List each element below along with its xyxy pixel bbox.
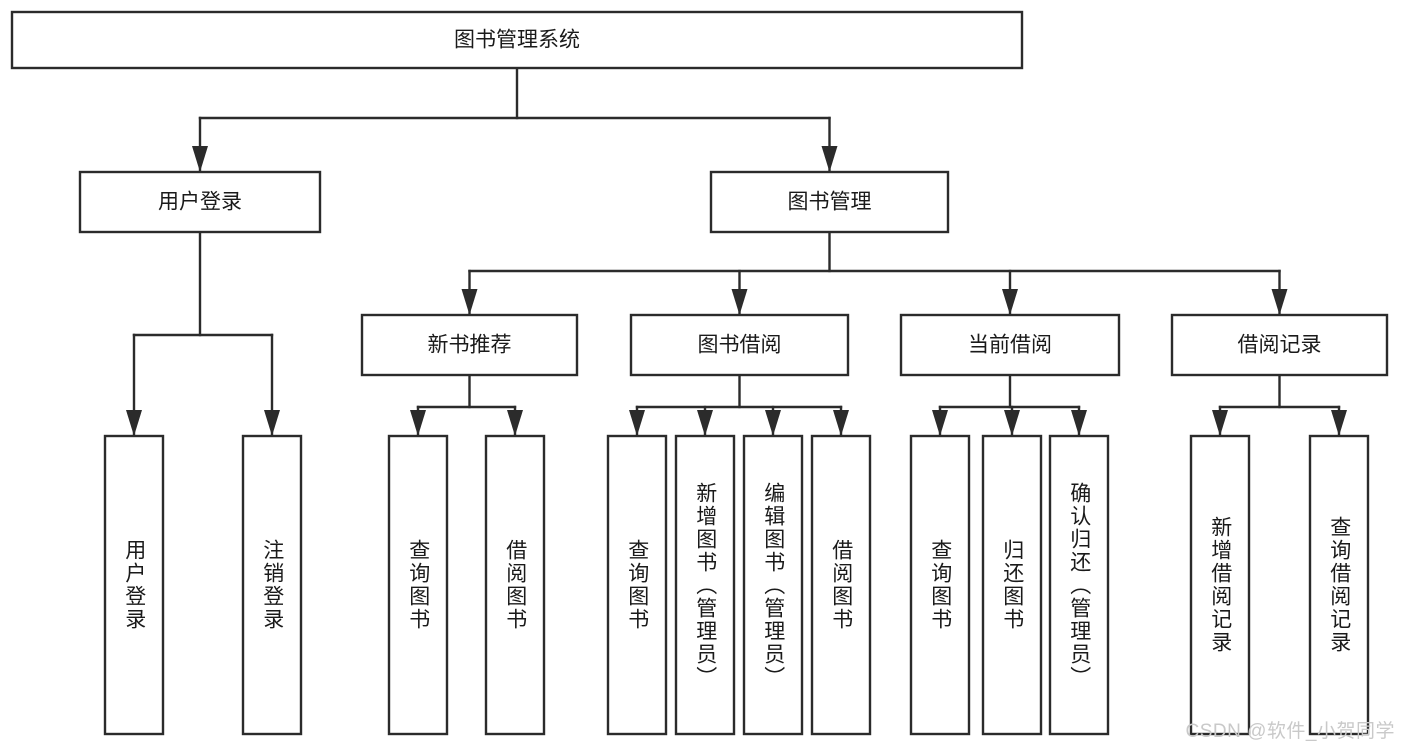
node-l2-图书管理[interactable] xyxy=(709,170,950,234)
borrow-arrow-1 xyxy=(697,410,713,436)
node-leaf-1-注销登录[interactable] xyxy=(241,434,303,736)
node-root-图书管理系统[interactable] xyxy=(10,10,1024,70)
node-l3-当前借阅[interactable] xyxy=(899,313,1121,377)
node-leaf-7-借阅图书[interactable] xyxy=(810,434,872,736)
node-l2-label-用户登录: 用户登录 xyxy=(158,191,242,214)
bookmgmt-to-l3-arrow-2 xyxy=(1002,289,1018,315)
root-to-l2-arrow-1 xyxy=(821,146,838,172)
node-leaf-12-查询借阅记录[interactable] xyxy=(1308,434,1370,736)
node-l2-用户登录[interactable] xyxy=(78,170,322,234)
bookmgmt-to-l3-arrow-0 xyxy=(461,289,478,315)
node-l3-借阅记录[interactable] xyxy=(1170,313,1389,377)
node-leaf-11-新增借阅记录[interactable] xyxy=(1189,434,1251,736)
boxes-layer xyxy=(10,10,1389,736)
records-arrow-0 xyxy=(1212,410,1228,436)
bookmgmt-to-l3-arrow-1 xyxy=(731,289,748,315)
edges-layer xyxy=(126,66,1347,438)
current-arrow-0 xyxy=(932,410,948,436)
node-leaf-5-新增图书管理员[interactable] xyxy=(674,434,736,736)
node-leaf-4-查询图书[interactable] xyxy=(606,434,668,736)
node-leaf-10-确认归还管理员[interactable] xyxy=(1048,434,1110,736)
userlogin-arrow-0 xyxy=(126,410,142,436)
node-l3-新书推荐[interactable] xyxy=(360,313,579,377)
borrow-arrow-3 xyxy=(833,410,849,436)
node-l2-label-图书管理: 图书管理 xyxy=(788,191,872,214)
node-l3-label-新书推荐: 新书推荐 xyxy=(428,334,512,357)
current-arrow-1 xyxy=(1004,410,1020,436)
records-arrow-1 xyxy=(1331,410,1347,436)
node-leaf-3-借阅图书[interactable] xyxy=(484,434,546,736)
node-l3-图书借阅[interactable] xyxy=(629,313,850,377)
node-leaf-2-查询图书[interactable] xyxy=(387,434,449,736)
userlogin-arrow-1 xyxy=(264,410,280,436)
node-l3-label-图书借阅: 图书借阅 xyxy=(698,334,782,357)
watermark-text: CSDN @软件_小贺同学 xyxy=(1185,721,1395,742)
bookmgmt-to-l3-arrow-3 xyxy=(1271,289,1288,315)
current-arrow-2 xyxy=(1071,410,1087,436)
borrow-arrow-2 xyxy=(765,410,781,436)
node-leaf-0-用户登录[interactable] xyxy=(103,434,165,736)
newbook-arrow-0 xyxy=(410,410,426,436)
node-l3-label-借阅记录: 借阅记录 xyxy=(1238,334,1322,357)
newbook-arrow-1 xyxy=(507,410,523,436)
node-leaf-6-编辑图书管理员[interactable] xyxy=(742,434,804,736)
root-to-l2-arrow-0 xyxy=(192,146,208,172)
node-root-label: 图书管理系统 xyxy=(454,29,580,52)
borrow-arrow-0 xyxy=(629,410,645,436)
node-leaf-9-归还图书[interactable] xyxy=(981,434,1043,736)
node-l3-label-当前借阅: 当前借阅 xyxy=(968,334,1052,357)
node-leaf-8-查询图书[interactable] xyxy=(909,434,971,736)
